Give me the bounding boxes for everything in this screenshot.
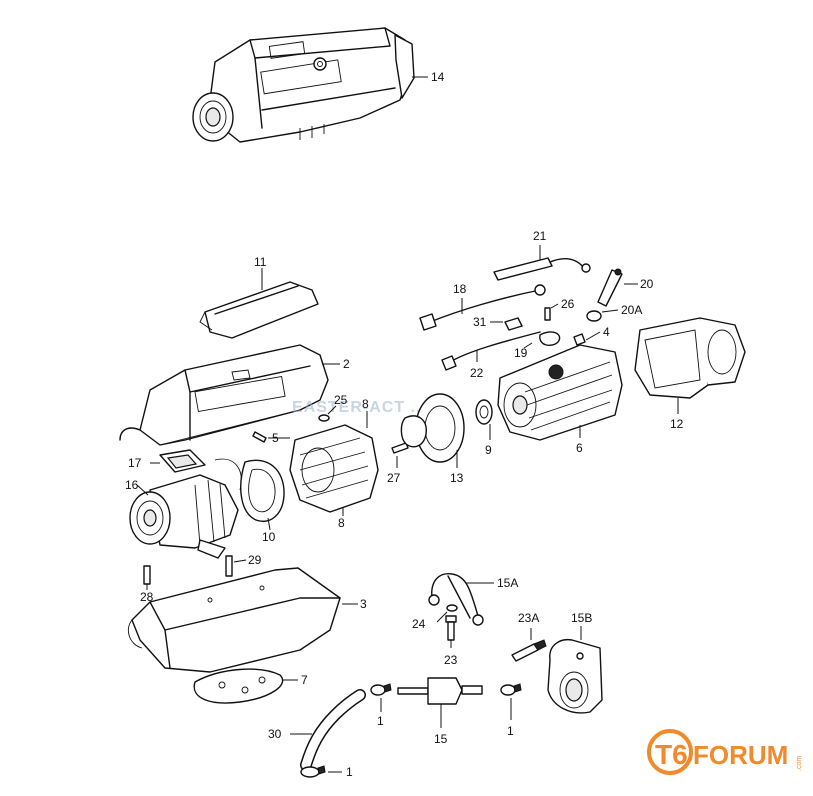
seal-ring-9: 9: [475, 399, 493, 457]
lower-casing-3: 3: [128, 567, 367, 673]
fuel-line-21: 21: [493, 229, 591, 281]
callout-25: 25: [334, 393, 348, 407]
callout-21: 21: [533, 229, 547, 243]
sensor-29: 29: [225, 553, 262, 577]
forum-logo: T6 FORUM .com: [647, 729, 803, 775]
callout-12: 12: [670, 417, 684, 431]
logo-text: FORUM: [693, 740, 788, 770]
callout-5: 5: [272, 431, 279, 445]
callout-18: 18: [453, 282, 467, 296]
hose-clamp-a: 1: [370, 683, 392, 728]
screw-5: 5: [252, 431, 290, 445]
callout-29: 29: [248, 553, 262, 567]
wiring-harness-22: 22: [441, 331, 541, 380]
gasket-7: 7: [193, 668, 308, 704]
callout-1-c: 1: [346, 765, 353, 779]
glow-plug-20: 20: [597, 268, 654, 307]
exhaust-adapter-12: 12: [634, 317, 746, 431]
seal-20A: 20A: [586, 303, 642, 322]
callout-14: 14: [431, 70, 445, 84]
logo-prefix: T6: [655, 739, 688, 770]
callout-8-bottom: 8: [338, 516, 345, 530]
callout-1-a: 1: [377, 714, 384, 728]
part-23A: 23A: [511, 611, 547, 662]
top-cover: 11: [199, 255, 319, 339]
washer-24: 24: [412, 604, 458, 631]
callout-28: 28: [140, 590, 154, 604]
pump-holder-15B: 15B: [547, 611, 603, 714]
callout-23: 23: [444, 653, 458, 667]
callout-15B: 15B: [571, 611, 592, 625]
callout-1-b: 1: [507, 724, 514, 738]
callout-10: 10: [262, 530, 276, 544]
part-4: 4: [573, 325, 610, 346]
callout-4: 4: [603, 325, 610, 339]
blower-motor-16: 16: [125, 458, 242, 559]
bracket-31: 31: [473, 315, 523, 331]
callout-16: 16: [125, 478, 139, 492]
callout-19: 19: [514, 346, 528, 360]
callout-11: 11: [254, 255, 267, 269]
callout-13: 13: [450, 471, 464, 485]
callout-2: 2: [343, 357, 350, 371]
screw-27: 27: [387, 442, 409, 485]
hose-clamp-b: 1: [500, 683, 522, 738]
pump-bracket-15A: 15A: [428, 573, 518, 626]
callout-8-top: 8: [362, 397, 369, 411]
heat-exchanger-8: 8 8: [289, 397, 379, 530]
callout-31: 31: [473, 315, 487, 329]
upper-casing: 2: [119, 344, 350, 446]
callout-24: 24: [412, 617, 426, 631]
screw-26: 26: [544, 297, 575, 321]
hose-clamp-c: 1: [300, 765, 353, 779]
callout-3: 3: [360, 597, 367, 611]
gasket-10: 10: [240, 459, 285, 544]
screw-28: 28: [140, 565, 154, 604]
callout-17: 17: [128, 456, 142, 470]
flange-gasket-13: 13: [400, 393, 465, 485]
callout-15: 15: [434, 732, 448, 746]
callout-9: 9: [485, 443, 492, 457]
callout-15A: 15A: [497, 576, 518, 590]
callout-23A: 23A: [518, 611, 539, 625]
heater-housing-6: 6: [497, 344, 623, 455]
control-unit-17: 17: [128, 449, 206, 473]
watermark: EASTER-ACT ...: [292, 399, 427, 416]
callout-22: 22: [470, 366, 484, 380]
wiring-harness-18: 18: [419, 282, 546, 331]
hose-30: 30: [268, 689, 366, 771]
dosing-pump-15: 15: [397, 677, 483, 746]
bolt-23: 23: [444, 615, 458, 667]
callout-30: 30: [268, 727, 282, 741]
callout-7: 7: [301, 673, 308, 687]
complete-heater-unit: 14: [192, 27, 445, 143]
logo-suffix: .com: [796, 756, 803, 771]
callout-20: 20: [640, 277, 654, 291]
callout-26: 26: [561, 297, 575, 311]
callout-6: 6: [576, 441, 583, 455]
part-25: 25: [318, 393, 348, 422]
callout-20A: 20A: [621, 303, 642, 317]
part-19: 19: [514, 331, 561, 360]
callout-27: 27: [387, 471, 401, 485]
